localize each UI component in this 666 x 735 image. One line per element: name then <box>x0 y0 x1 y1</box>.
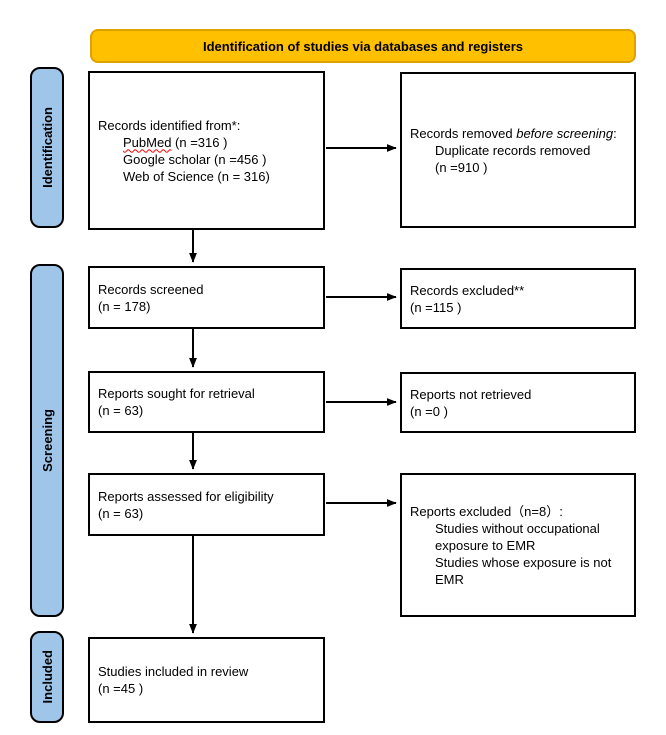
stage-identification-label: Identification <box>39 107 55 188</box>
box-studies-included: Studies included in review (n =45 ) <box>88 637 325 723</box>
studies-included-count: (n =45 ) <box>98 681 144 696</box>
records-removed-title: Records removed before screening: <box>410 125 626 142</box>
records-removed-title-suffix: : <box>613 125 617 141</box>
top-banner-label: Identification of studies via databases … <box>202 38 524 54</box>
records-identified-google-scholar: Google scholar (n =456 ) <box>123 151 267 167</box>
records-screened-count: (n = 178) <box>98 298 151 314</box>
stage-included-label: Included <box>39 650 55 704</box>
reports-excluded-reason-1: Studies without occupational exposure to… <box>435 520 600 553</box>
reports-excluded-reason-2: Studies whose exposure is not EMR <box>435 554 612 587</box>
reports-not-retrieved-label: Reports not retrieved <box>410 386 532 402</box>
records-removed-count: (n =910 ) <box>435 159 488 175</box>
records-screened-label: Records screened <box>98 281 204 297</box>
reports-sought-label: Reports sought for retrieval <box>98 386 255 401</box>
top-banner: Identification of studies via databases … <box>90 29 636 63</box>
box-reports-sought: Reports sought for retrieval (n = 63) <box>88 371 325 433</box>
records-identified-pubmed: PubMed (n =316 ) <box>98 134 315 151</box>
records-identified-web-of-science: Web of Science (n = 316) <box>123 168 270 184</box>
box-records-identified: Records identified from*: PubMed (n =316… <box>88 71 325 230</box>
box-reports-not-retrieved: Reports not retrieved (n =0 ) <box>400 372 636 433</box>
stage-screening-label: Screening <box>39 409 55 472</box>
pubmed-count: (n =316 ) <box>171 134 228 150</box>
stage-screening: Screening <box>30 264 64 617</box>
reports-not-retrieved-count: (n =0 ) <box>410 403 448 419</box>
reports-excluded-title: Reports excluded（n=8）: <box>410 503 563 519</box>
records-removed-title-prefix: Records removed <box>410 125 517 141</box>
records-removed-duplicates: Duplicate records removed <box>435 142 591 158</box>
records-identified-title: Records identified from*: <box>98 117 241 133</box>
reports-assessed-count: (n = 63) <box>98 505 144 521</box>
records-excluded-label: Records excluded** <box>410 282 525 298</box>
reports-sought-count: (n = 63) <box>98 403 144 418</box>
box-records-removed: Records removed before screening: Duplic… <box>400 72 636 228</box>
stage-included: Included <box>30 631 64 723</box>
stage-identification: Identification <box>30 67 64 228</box>
reports-assessed-label: Reports assessed for eligibility <box>98 488 274 504</box>
box-reports-excluded: Reports excluded（n=8）: Studies without o… <box>400 473 636 617</box>
records-excluded-count: (n =115 ) <box>410 299 462 315</box>
records-removed-title-italic: before screening <box>516 125 614 141</box>
box-reports-assessed: Reports assessed for eligibility (n = 63… <box>88 473 325 536</box>
box-records-screened: Records screened (n = 178) <box>88 266 325 329</box>
pubmed-misspell-word: PubMed <box>123 134 172 150</box>
box-records-excluded: Records excluded** (n =115 ) <box>400 268 636 329</box>
studies-included-label: Studies included in review <box>98 664 249 679</box>
